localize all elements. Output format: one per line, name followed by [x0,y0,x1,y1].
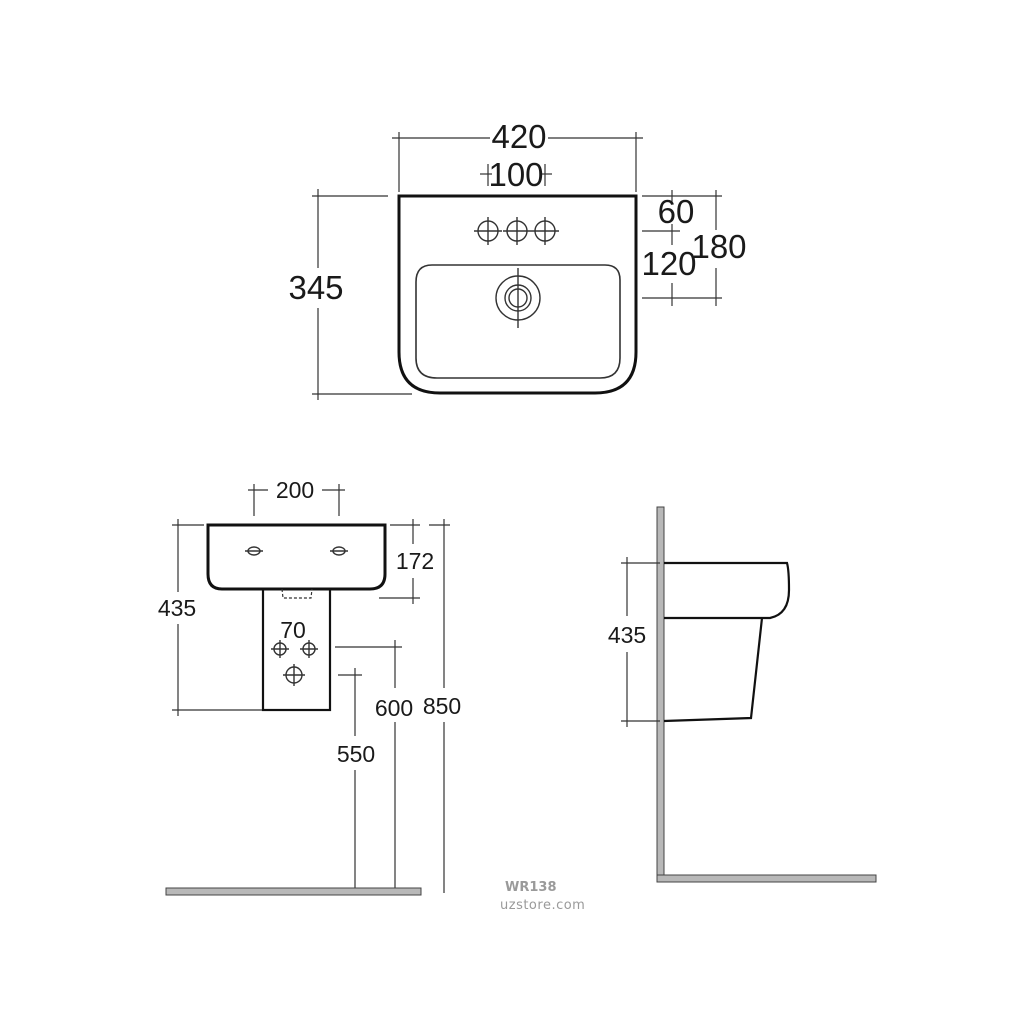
front-basin [206,523,387,591]
dimension-435-front [172,519,262,716]
pipe-spacing-label: 70 [280,617,306,643]
trap-bracket [281,588,313,599]
tap-holes [474,217,559,245]
side-view: 435 [608,506,877,883]
waste-height-label: 600 [375,695,413,721]
supply-height-label: 550 [337,741,375,767]
width-label: 420 [491,118,546,155]
fixing-spacing-label: 200 [276,477,314,503]
dimension-345 [312,189,412,400]
front-floor [165,887,422,896]
basin-outline [397,194,638,395]
bowl-outline [415,264,621,379]
basin-height-label: 172 [396,548,434,574]
dimension-600 [335,640,402,893]
tap-spacing-label: 100 [488,156,543,193]
dimension-172 [379,519,420,604]
side-pedestal [663,617,764,723]
waste-offset-label: 120 [641,245,696,282]
dimension-435-side [621,557,660,727]
watermark-site: uzstore.com [500,898,585,913]
fixing-holes [245,546,348,556]
rim-height-label: 850 [423,693,461,719]
pipe-holes [271,640,318,686]
dimension-right [642,190,722,306]
bowl-depth-label: 180 [691,228,746,265]
pedestal-height-label: 435 [158,595,196,621]
dimension-100 [480,164,552,186]
tap-offset-label: 60 [658,193,695,230]
front-view: 200 172 435 70 600 [158,477,461,896]
dimension-200 [248,484,345,516]
waste-outlet [495,268,541,328]
side-basin [664,561,791,620]
top-view: 420 100 345 60 120 180 [288,118,747,400]
front-pedestal [261,587,332,712]
depth-label: 345 [288,269,343,306]
watermark-code: WR138 [505,880,557,895]
dimension-550 [338,668,362,893]
dimension-850 [429,519,450,893]
dimension-420 [392,132,643,192]
side-pedestal-height-label: 435 [608,622,646,648]
side-floor [656,874,877,883]
